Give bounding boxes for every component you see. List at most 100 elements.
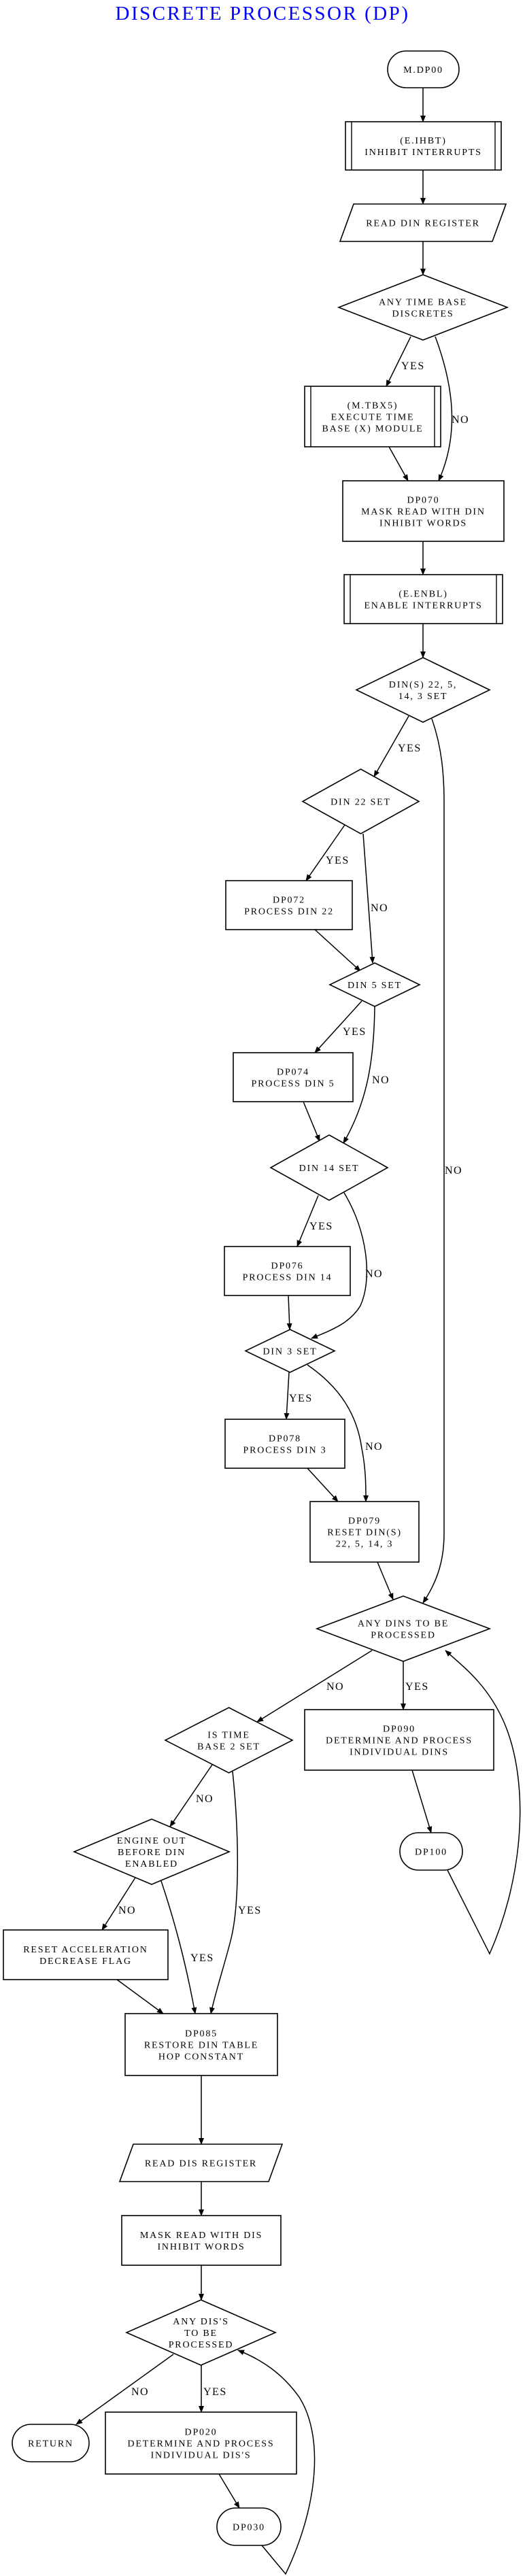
node-label: 14, 3 SET — [399, 692, 448, 702]
edge-reset-acc-to-dp085 — [116, 1979, 164, 2014]
edge-dp020-to-dp030 — [218, 2473, 240, 2509]
node-label: BASE (X) MODULE — [322, 424, 423, 435]
edge-label-yes: YES — [190, 1952, 214, 1964]
edge-din3-to-dp079: NO — [307, 1364, 382, 1502]
edge-label-yes: YES — [203, 2386, 227, 2398]
node-label: DIN(S) 22, 5, — [389, 680, 457, 690]
edge-label-no: NO — [196, 1793, 214, 1805]
decision-diamond — [72, 1818, 231, 1885]
connector-arrow — [218, 2473, 240, 2509]
node-label: (E.ENBL) — [399, 590, 447, 600]
edge-any-tb-to-tbx5: YES — [386, 336, 425, 387]
process-box — [342, 480, 505, 542]
node-label: RESET DIN(S) — [327, 1528, 402, 1538]
edge-din22-to-dp072: YES — [305, 824, 348, 881]
connector-arrow — [377, 1561, 394, 1600]
node-label: PROCESS DIN 3 — [243, 1446, 327, 1456]
node-label: RESTORE DIN TABLE — [144, 2041, 258, 2051]
process-box — [304, 1709, 494, 1771]
edge-din14-to-din3: NO — [311, 1192, 382, 1339]
connector-arrow — [101, 1877, 136, 1931]
node-label: DP078 — [269, 1434, 301, 1444]
node-label: ANY TIME BASE — [379, 298, 467, 308]
node-label: ANY DINS TO BE — [358, 1619, 449, 1629]
connector-arrow — [445, 1650, 521, 1955]
node-din3: DIN 3 SET — [244, 1329, 336, 1373]
edge-dp078-to-dp079 — [307, 1468, 339, 1502]
edge-dins-set-to-din22: YES — [373, 715, 422, 777]
node-label: PROCESS DIN 5 — [252, 1079, 335, 1089]
edge-dp030-to-any-dis — [237, 2350, 316, 2575]
edge-dp072-to-din5 — [314, 929, 361, 972]
edge-din22-to-din5: NO — [362, 833, 388, 964]
node-label: DP085 — [185, 2029, 218, 2039]
node-label: DISCRETES — [392, 309, 454, 320]
node-label: RESET ACCELERATION — [23, 1945, 148, 1955]
node-label: PROCESSED — [169, 2340, 234, 2350]
connector-arrow — [256, 1650, 373, 1723]
node-label: DP030 — [233, 2523, 265, 2533]
node-label: INDIVIDUAL DIS'S — [151, 2451, 252, 2461]
edge-dp079-to-any-dins — [377, 1561, 394, 1600]
edge-label-no: NO — [372, 1074, 390, 1086]
edge-any-dis-to-return: NO — [75, 2354, 174, 2425]
edge-label-yes: YES — [405, 1681, 429, 1693]
node-label: DETERMINE AND PROCESS — [128, 2439, 275, 2450]
node-read-din: READ DIN REGISTER — [339, 203, 507, 242]
node-label: ENABLED — [125, 1859, 178, 1869]
node-label: RETURN — [28, 2439, 73, 2450]
connector-arrow — [160, 1880, 197, 2014]
connector-arrow — [314, 1000, 362, 1053]
edge-label-yes: YES — [401, 360, 425, 372]
node-label: DP079 — [348, 1516, 381, 1527]
decision-diamond — [269, 1134, 389, 1201]
node-label: EXECUTE TIME — [331, 413, 415, 423]
process-box — [233, 1052, 354, 1102]
node-enbl: (E.ENBL)ENABLE INTERRUPTS — [343, 574, 503, 624]
decision-diamond — [315, 1595, 492, 1662]
node-label: DP072 — [273, 896, 305, 906]
node-dins-set: DIN(S) 22, 5, 14, 3 SET — [355, 657, 491, 723]
node-label: IS TIME — [207, 1731, 250, 1741]
node-ihbt: (E.IHBT)INHIBIT INTERRUPTS — [345, 121, 502, 171]
edge-label-yes: YES — [309, 1221, 333, 1232]
node-label: DP076 — [271, 1261, 304, 1272]
node-label: (M.TBX5) — [348, 401, 399, 411]
input-parallelogram — [118, 2143, 284, 2182]
node-label: HOP CONSTANT — [158, 2052, 244, 2063]
node-label: ANY DIS'S — [173, 2317, 228, 2327]
connector-arrow — [286, 1295, 292, 1330]
node-label: DIN 22 SET — [331, 798, 391, 808]
edge-label-no: NO — [131, 2386, 149, 2398]
connector-arrow — [116, 1979, 164, 2014]
process-box — [124, 2013, 278, 2076]
process-box — [345, 121, 502, 171]
connector-arrow — [373, 715, 409, 777]
connector-arrow — [284, 1372, 290, 1420]
edge-label-no: NO — [371, 902, 388, 914]
decision-diamond — [355, 657, 491, 723]
node-return: RETURN — [12, 2424, 90, 2462]
decision-diamond — [337, 274, 509, 341]
node-dp100: DP100 — [399, 1832, 463, 1871]
edge-label-no: NO — [118, 1905, 136, 1916]
connector-arrow — [362, 833, 375, 964]
edge-dins-set-to-any-dins: NO — [422, 718, 462, 1604]
edge-dp074-to-din14 — [303, 1101, 320, 1142]
edge-any-dins-to-dp090: YES — [401, 1661, 429, 1710]
connector-arrow — [343, 1006, 375, 1144]
edge-din3-to-dp078: YES — [284, 1372, 311, 1420]
node-label: READ DIS REGISTER — [145, 2159, 257, 2169]
edge-any-dis-to-dp020: YES — [199, 2365, 227, 2413]
node-label: ENGINE OUT — [117, 1836, 186, 1846]
node-label: DP074 — [277, 1068, 309, 1078]
node-label: MASK READ WITH DIS — [140, 2231, 262, 2241]
edge-eng-out-to-dp085: YES — [160, 1880, 214, 2014]
edge-label-yes: YES — [398, 743, 422, 754]
page-title: DISCRETE PROCESSOR (DP) — [115, 3, 410, 24]
